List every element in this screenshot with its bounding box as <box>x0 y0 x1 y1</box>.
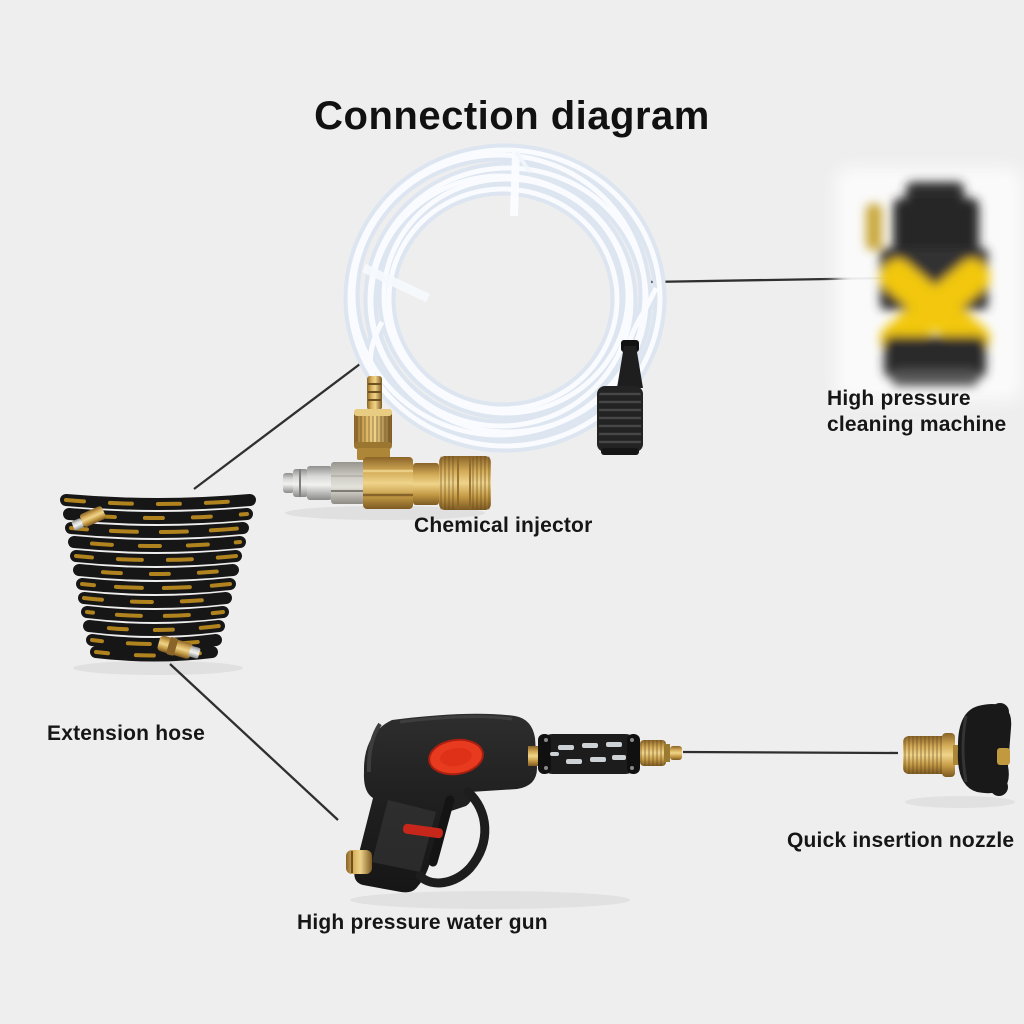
nozzle-knob <box>957 703 1012 794</box>
line-gun-to-nozzle <box>682 750 899 755</box>
line-extension-hose-to-gun <box>169 663 339 821</box>
trigger-safety <box>403 823 443 839</box>
label-water-gun: High pressure water gun <box>297 911 548 934</box>
chemical-injector-image <box>283 376 491 520</box>
filter-strainer <box>597 340 643 455</box>
label-cleaning-machine: High pressure cleaning machine <box>827 387 1007 437</box>
trigger-guard <box>415 787 490 888</box>
water-gun-image <box>346 713 682 909</box>
line-injector-to-extension-hose <box>193 363 361 490</box>
page-title: Connection diagram <box>314 94 710 138</box>
gun-wand <box>528 734 682 774</box>
cleaning-machine-image <box>836 168 1022 400</box>
siphon-hose-image <box>343 143 667 455</box>
gun-side-badge <box>428 738 484 776</box>
label-chemical-injector: Chemical injector <box>414 514 593 537</box>
label-quick-nozzle: Quick insertion nozzle <box>787 829 1015 852</box>
label-extension-hose: Extension hose <box>47 722 206 745</box>
quick-nozzle-image <box>903 703 1015 808</box>
extension-hose-fittings <box>71 506 201 659</box>
extension-hose-image <box>60 494 256 675</box>
hose-ties <box>362 150 532 303</box>
